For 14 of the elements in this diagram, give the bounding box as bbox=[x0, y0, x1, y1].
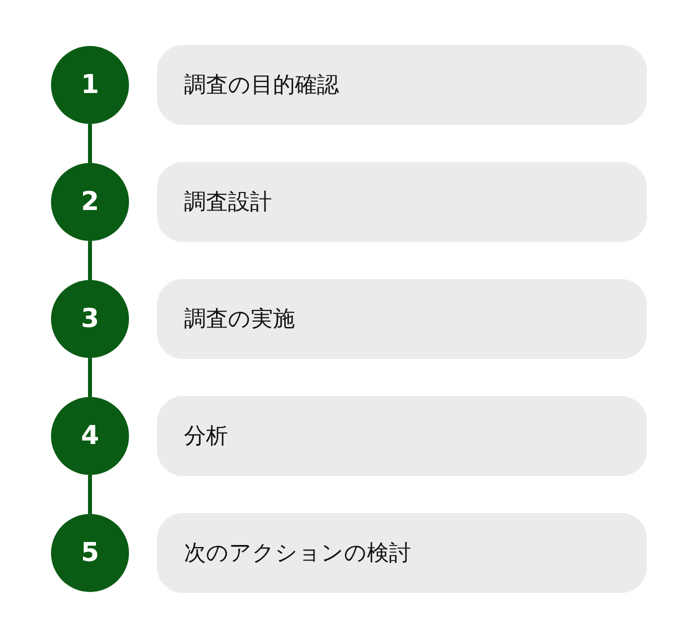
step-box: 分析 bbox=[157, 396, 647, 476]
step-number-circle: 4 bbox=[51, 397, 129, 475]
step-number-circle: 5 bbox=[51, 514, 129, 592]
step-box: 調査の目的確認 bbox=[157, 45, 647, 125]
step-box: 調査の実施 bbox=[157, 279, 647, 359]
connector-line bbox=[88, 124, 92, 163]
step-box: 次のアクションの検討 bbox=[157, 513, 647, 593]
connector-line bbox=[88, 358, 92, 397]
step-box: 調査設計 bbox=[157, 162, 647, 242]
step-number-circle: 2 bbox=[51, 163, 129, 241]
connector-line bbox=[88, 475, 92, 514]
step-number-circle: 3 bbox=[51, 280, 129, 358]
connector-line bbox=[88, 241, 92, 280]
step-number-circle: 1 bbox=[51, 46, 129, 124]
